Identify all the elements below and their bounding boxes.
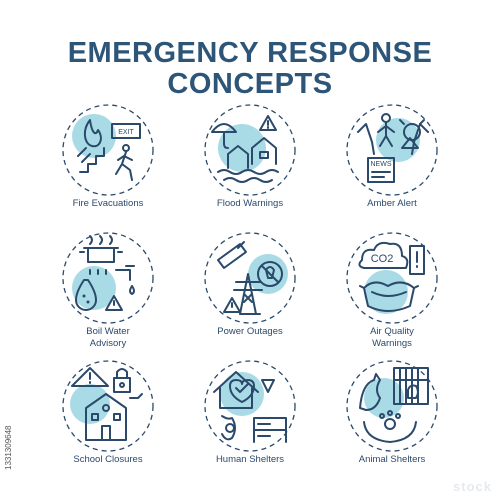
news-text: NEWS xyxy=(371,161,392,168)
title-line-2: CONCEPTS xyxy=(167,68,333,100)
animal-cage-icon xyxy=(344,358,440,454)
concept-label: School Closures xyxy=(73,454,143,465)
stock-id: 1331309648 xyxy=(4,425,13,471)
child-alert-icon: NEWS xyxy=(344,102,440,198)
concept-school-closures: School Closures xyxy=(38,358,178,478)
co2-text: CO2 xyxy=(371,253,394,265)
school-lock-icon xyxy=(60,358,156,454)
concept-label: Flood Warnings xyxy=(216,198,284,209)
concept-power-outages: Power Outages xyxy=(180,230,320,350)
title-line-1: EMERGENCY RESPONSE xyxy=(67,37,433,69)
concept-label: Boil Water Advisory xyxy=(86,326,130,349)
page-title: EMERGENCY RESPONSE CONCEPTS xyxy=(0,38,500,100)
concept-label: Animal Shelters xyxy=(358,454,426,465)
icon-grid: EXIT Fire Evacuations F xyxy=(38,102,462,472)
fire-exit-icon: EXIT xyxy=(60,102,156,198)
concept-fire-evacuations: EXIT Fire Evacuations xyxy=(38,102,178,222)
concept-human-shelters: Human Shelters xyxy=(180,358,320,478)
co2-cloud-icon: CO2 xyxy=(344,230,440,326)
concept-animal-shelters: Animal Shelters xyxy=(322,358,462,478)
watermark: stock xyxy=(453,479,492,494)
concept-boil-water-advisory: Boil Water Advisory xyxy=(38,230,178,350)
power-tower-icon xyxy=(202,230,298,326)
concept-label: Fire Evacuations xyxy=(72,198,144,209)
concept-label: Human Shelters xyxy=(215,454,285,465)
exit-sign-text: EXIT xyxy=(118,129,134,136)
flood-house-icon xyxy=(202,102,298,198)
concept-flood-warnings: Flood Warnings xyxy=(180,102,320,222)
concept-air-quality-warnings: CO2 Air Quality Warnings xyxy=(322,230,462,350)
concept-label: Amber Alert xyxy=(367,198,417,209)
boiling-pot-icon xyxy=(60,230,156,326)
concept-label: Air Quality Warnings xyxy=(370,326,414,349)
concept-label: Power Outages xyxy=(217,326,283,337)
shelter-house-icon xyxy=(202,358,298,454)
concept-amber-alert: NEWS Amber Alert xyxy=(322,102,462,222)
